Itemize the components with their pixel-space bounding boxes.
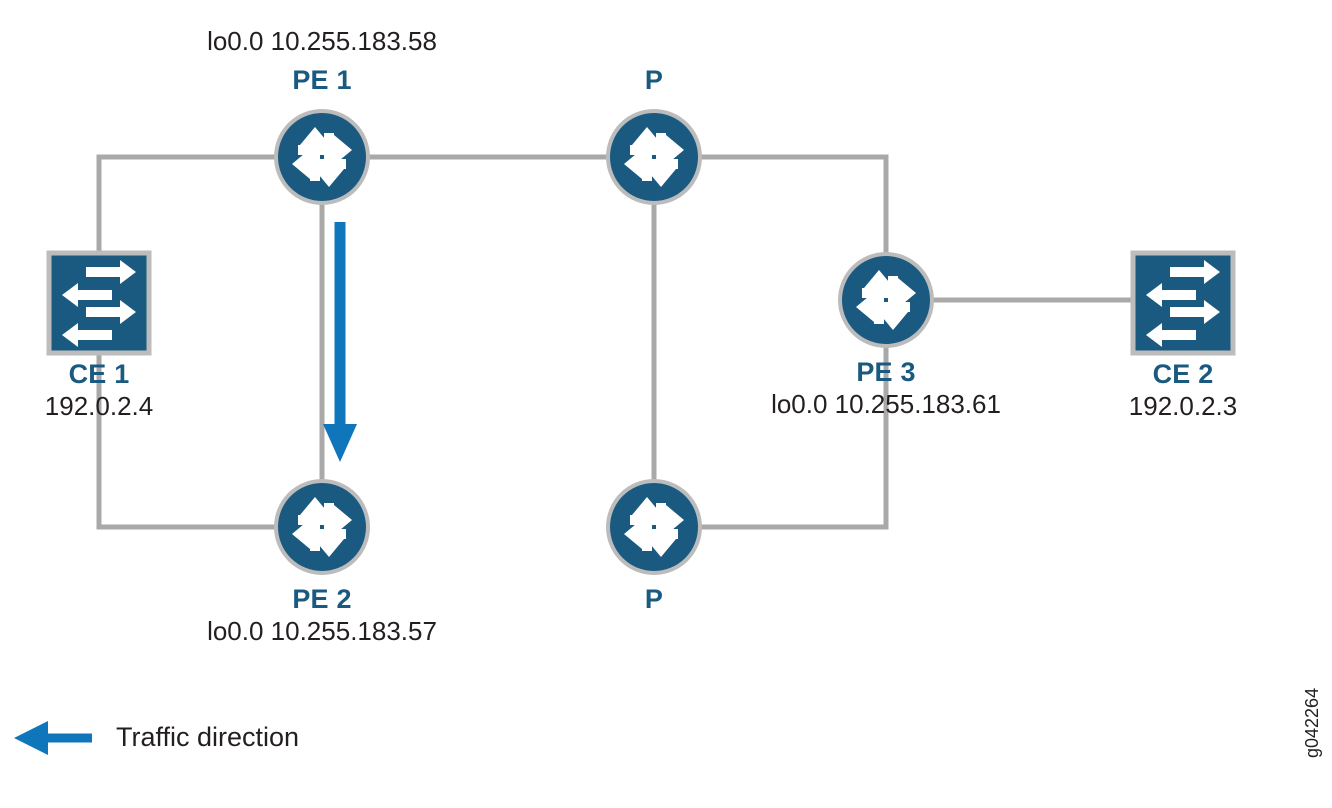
node-label-pe1: PE 1 [292,65,352,95]
node-pe1[interactable] [274,109,370,205]
node-label-p-bottom: P [644,584,664,614]
nodes-layer [49,109,1233,575]
node-pe2[interactable] [274,479,370,575]
links-layer [96,154,1133,530]
node-label-pe2: PE 2 [292,584,352,614]
link-ce1-pe2 [96,352,276,530]
link-ce1-pe1 [96,154,276,255]
link-ptop-pe3 [700,154,889,254]
node-address-ce2: 192.0.2.3 [1128,391,1238,421]
legend-label: Traffic direction [116,722,300,752]
node-label-ce2: CE 2 [1152,359,1214,389]
node-p-top[interactable] [606,109,702,205]
node-label-pe3: PE 3 [856,357,916,387]
node-ce1[interactable] [49,253,149,353]
link-pbottom-pe3 [700,346,889,530]
figure-id: g042264 [1302,687,1322,758]
node-p-bottom[interactable] [606,479,702,575]
node-address-pe3: lo0.0 10.255.183.61 [771,389,1001,419]
traffic-direction-arrow [323,222,357,462]
legend-arrow-icon [14,721,92,755]
node-address-ce1: 192.0.2.4 [44,391,154,421]
node-address-pe1: lo0.0 10.255.183.58 [207,26,437,56]
node-label-ce1: CE 1 [68,359,130,389]
node-pe3[interactable] [838,252,934,348]
node-label-p-top: P [644,65,664,95]
node-ce2[interactable] [1133,253,1233,353]
node-address-pe2: lo0.0 10.255.183.57 [207,616,437,646]
